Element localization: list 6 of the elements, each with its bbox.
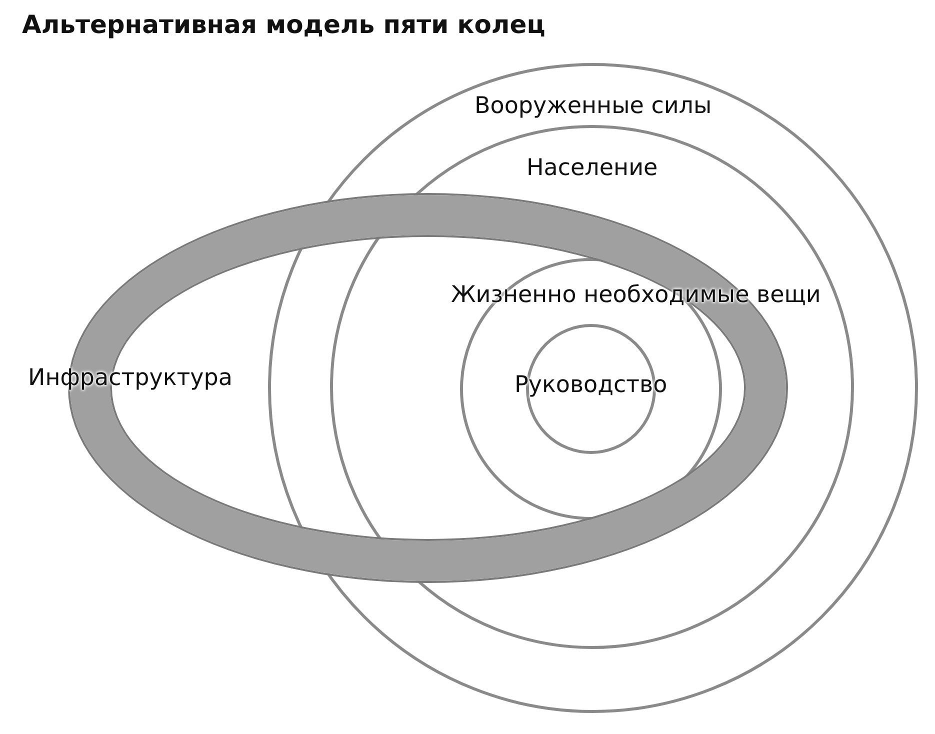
- title: Альтернативная модель пяти колец: [22, 10, 546, 39]
- ring-label: Руководство: [514, 372, 668, 398]
- ring-label: Население: [526, 155, 658, 181]
- circle-ring: [330, 125, 854, 649]
- ring-label: Вооруженные силы: [474, 93, 712, 119]
- circle-ring: [268, 63, 918, 713]
